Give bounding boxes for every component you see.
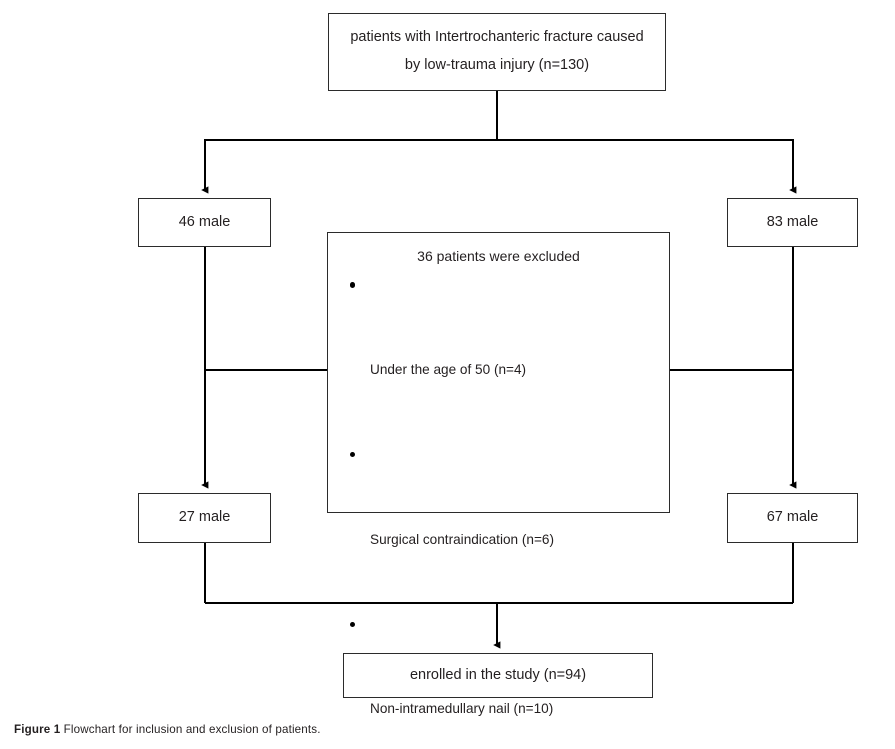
node-male-included-label: 27 male — [178, 509, 231, 526]
node-source-population: patients with Intertrochanteric fracture… — [328, 13, 666, 91]
exclusion-item-line: Under the age of 50 (n=4) — [370, 362, 527, 378]
exclusion-item: Non-intramedullary nail (n=10) — [346, 611, 655, 749]
figure-caption: Figure 1 Flowchart for inclusion and exc… — [14, 722, 321, 738]
node-female-included: 67 male — [727, 493, 858, 543]
node-source-line2: by low-trauma injury (n=130) — [404, 57, 590, 73]
figure-caption-text: Flowchart for inclusion and exclusion of… — [63, 723, 321, 736]
figure-caption-label: Figure 1 — [14, 723, 61, 736]
bullet-icon — [350, 451, 356, 458]
exclusion-item: Under the age of 50 (n=4) — [346, 271, 655, 441]
node-enrolled-label: enrolled in the study (n=94) — [409, 666, 587, 683]
node-male-total: 46 male — [138, 198, 271, 247]
node-source-line1: patients with Intertrochanteric fracture… — [350, 29, 644, 46]
exclusion-heading: 36 patients were excluded — [417, 248, 580, 264]
bullet-icon — [350, 282, 356, 288]
exclusion-item: Surgical contraindication (n=6) — [346, 441, 655, 611]
node-male-included: 27 male — [138, 493, 271, 543]
node-female-total: 83 male — [727, 198, 858, 247]
exclusion-item-line: Surgical contraindication (n=6) — [370, 531, 554, 547]
node-female-total-label: 83 male — [766, 213, 819, 230]
node-exclusion-panel: 36 patients were excluded Under the age … — [327, 232, 670, 716]
exclusion-reason-list: Under the age of 50 (n=4) Surgical contr… — [328, 271, 669, 749]
node-enrolled: enrolled in the study (n=94) — [343, 653, 653, 698]
bullet-icon — [350, 621, 356, 627]
exclusion-item-line: Non-intramedullary nail (n=10) — [370, 701, 554, 717]
node-male-total-label: 46 male — [178, 213, 231, 230]
node-female-included-label: 67 male — [766, 509, 819, 526]
